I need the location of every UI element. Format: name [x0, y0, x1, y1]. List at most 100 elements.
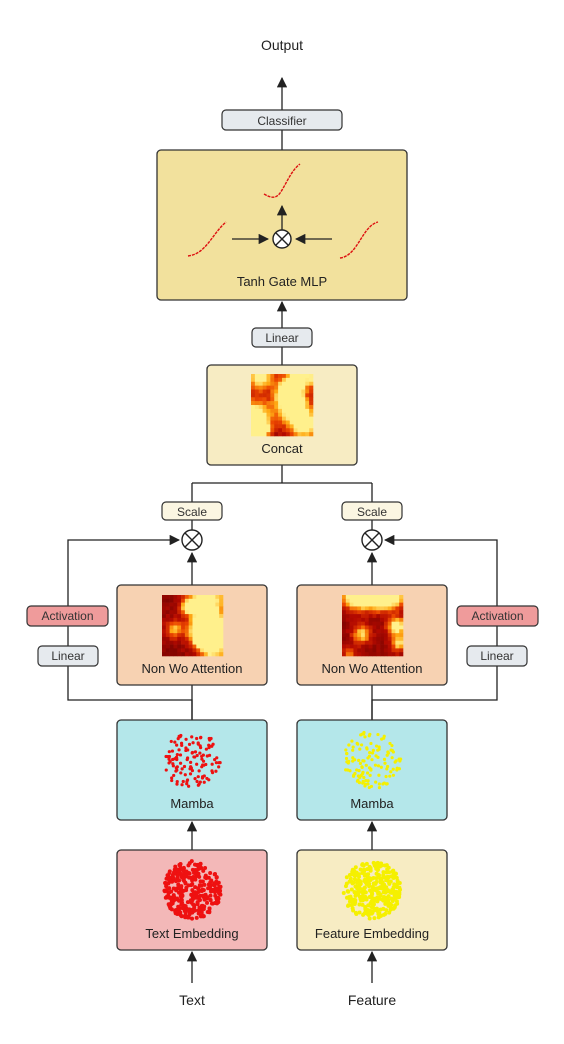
- heatmap-cell: [364, 648, 369, 653]
- heatmap-cell: [372, 644, 377, 649]
- heatmap-cell: [251, 397, 256, 402]
- tanh-curve-output-icon: [263, 163, 301, 198]
- scatter-dot: [348, 894, 353, 899]
- scale-left-block: Scale: [161, 501, 223, 521]
- heatmap-cell: [353, 610, 358, 615]
- scatter-dot: [398, 887, 403, 892]
- heatmap-cell: [364, 595, 369, 600]
- scatter-dot: [387, 910, 392, 915]
- heatmap-cell: [289, 401, 294, 406]
- scale-right-box: [341, 501, 403, 521]
- heatmap-cell: [285, 377, 291, 383]
- heatmap-cell: [192, 636, 197, 642]
- scatter-dot: [176, 904, 181, 909]
- scatter-dot: [349, 887, 354, 892]
- scatter-dot: [216, 895, 221, 900]
- scatter-dot: [395, 766, 399, 770]
- scatter-dot: [170, 873, 175, 878]
- text-embedding-scatter-image: [162, 859, 223, 921]
- scatter-dot: [216, 890, 221, 895]
- heatmap-cell: [376, 629, 381, 634]
- heatmap-cell: [345, 617, 350, 622]
- scatter-dot: [170, 749, 175, 753]
- scatter-dot: [177, 734, 181, 738]
- heatmap-cell: [342, 636, 347, 642]
- scatter-dot: [358, 886, 363, 891]
- heatmap-cell: [278, 381, 283, 386]
- scatter-dot: [385, 897, 390, 902]
- heatmap-cell: [219, 640, 224, 645]
- heatmap-cell: [282, 389, 287, 394]
- activation-right-label: Activation: [471, 609, 523, 623]
- heatmap-cell: [395, 629, 400, 634]
- scatter-dot: [350, 739, 354, 743]
- heatmap-cell: [251, 405, 256, 410]
- scatter-dot: [362, 868, 367, 873]
- heatmap-cell: [196, 617, 201, 622]
- heatmap-cell: [349, 644, 354, 649]
- heatmap-cell: [181, 633, 186, 638]
- scatter-dot: [178, 761, 183, 765]
- heatmap-cell: [364, 636, 369, 642]
- scatter-dot: [210, 762, 214, 766]
- heatmap-cell: [391, 602, 396, 607]
- scatter-dot: [196, 775, 200, 779]
- heatmap-cell: [203, 652, 209, 657]
- scatter-dot: [376, 748, 380, 752]
- heatmap-cell: [305, 374, 310, 379]
- heatmap-cell: [188, 652, 193, 657]
- scatter-dot: [210, 771, 215, 775]
- scatter-dot: [195, 736, 199, 741]
- scatter-dot: [371, 902, 376, 907]
- heatmap-cell: [361, 602, 366, 607]
- scatter-dot: [360, 902, 365, 907]
- heatmap-cell: [399, 644, 404, 649]
- scatter-dot: [372, 863, 377, 868]
- heatmap-cell: [342, 625, 347, 630]
- heatmap-cell: [357, 602, 362, 607]
- heatmap-cell: [345, 636, 350, 642]
- heatmap-cell: [364, 625, 369, 630]
- heatmap-cell: [357, 633, 362, 638]
- heatmap-cell: [270, 432, 275, 437]
- activation-left-label: Activation: [41, 609, 93, 623]
- heatmap-cell: [177, 598, 182, 603]
- heatmap-cell: [301, 377, 306, 383]
- scatter-dot: [374, 780, 378, 784]
- heatmap-cell: [305, 385, 310, 390]
- mamba-left-block: Mamba: [116, 719, 268, 821]
- heatmap-cell: [278, 428, 283, 433]
- heatmap-cell: [297, 424, 302, 429]
- heatmap-cell: [357, 610, 362, 615]
- heatmap-cell: [285, 432, 291, 437]
- scatter-dot: [383, 911, 388, 916]
- scatter-dot: [188, 767, 192, 771]
- heatmap-cell: [399, 606, 404, 611]
- scatter-dot: [199, 736, 203, 740]
- scatter-dot: [202, 774, 206, 778]
- heatmap-cell: [293, 432, 298, 437]
- heatmap-cell: [395, 644, 400, 649]
- heatmap-cell: [399, 636, 404, 642]
- heatmap-cell: [181, 614, 186, 619]
- scatter-dot: [215, 756, 219, 760]
- heatmap-cell: [184, 644, 189, 649]
- scatter-dot: [351, 759, 355, 763]
- scatter-dot: [202, 780, 206, 784]
- heatmap-cell: [282, 374, 287, 379]
- heatmap-cell: [376, 610, 381, 615]
- scatter-dot: [364, 778, 368, 783]
- heatmap-cell: [251, 432, 256, 437]
- heatmap-cell: [309, 412, 314, 417]
- heatmap-cell: [196, 652, 201, 657]
- heatmap-cell: [173, 629, 178, 634]
- heatmap-cell: [207, 602, 212, 607]
- heatmap-cell: [177, 644, 182, 649]
- heatmap-cell: [368, 606, 373, 611]
- scatter-dot: [196, 886, 201, 891]
- heatmap-cell: [181, 595, 186, 600]
- scatter-dot: [214, 769, 218, 773]
- heatmap-cell: [376, 636, 381, 642]
- heatmap-cell: [262, 389, 267, 394]
- heatmap-cell: [219, 621, 224, 626]
